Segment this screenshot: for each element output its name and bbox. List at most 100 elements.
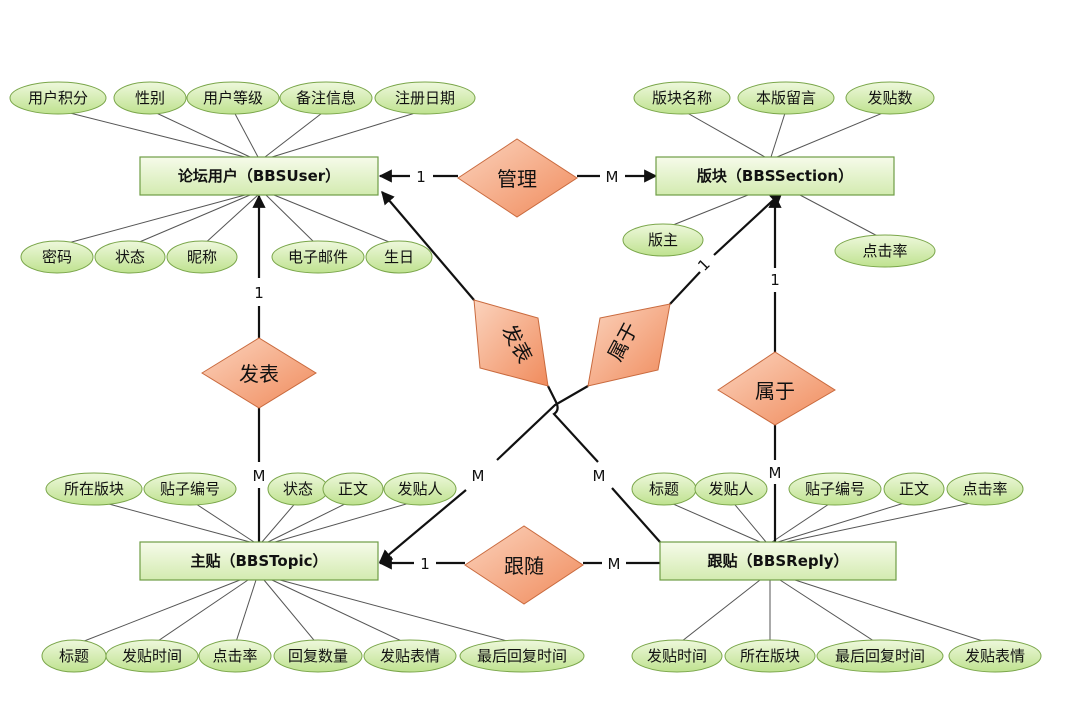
attribute-label: 注册日期	[395, 89, 455, 107]
relationship-label: 跟随	[504, 554, 544, 578]
attribute-oval: 版主	[622, 223, 704, 257]
attribute-label: 发贴数	[867, 89, 912, 107]
attribute-oval: 所在版块	[45, 472, 143, 506]
section-attributes-top: 版块名称 本版留言 发贴数	[633, 81, 935, 115]
attribute-oval: 注册日期	[374, 81, 476, 115]
attribute-oval: 最后回复时间	[459, 639, 585, 673]
attribute-oval: 发贴时间	[105, 639, 199, 673]
attribute-oval: 点击率	[946, 472, 1024, 506]
attribute-oval: 点击率	[198, 639, 272, 673]
attribute-oval: 性别	[113, 81, 187, 115]
attribute-oval: 标题	[41, 639, 107, 673]
attribute-oval: 备注信息	[279, 81, 373, 115]
entity-bbs-topic: 主贴（BBSTopic）	[139, 541, 379, 581]
relationship-publish-reply: 发表	[473, 299, 549, 387]
attribute-oval: 正文	[322, 472, 384, 506]
user-attributes-bottom: 密码 状态 昵称 电子邮件 生日	[20, 240, 433, 274]
attribute-label: 用户积分	[28, 89, 88, 107]
attribute-oval: 贴子编号	[788, 472, 882, 506]
attribute-oval: 用户等级	[186, 81, 280, 115]
relationship-label: 属于	[755, 379, 795, 403]
attribute-oval: 标题	[631, 472, 697, 506]
cardinality-publish-reply-reply: M	[593, 467, 606, 485]
entity-label: 主贴（BBSTopic）	[191, 552, 328, 570]
cardinality-manage-user: 1	[416, 168, 426, 186]
attribute-label: 点击率	[862, 242, 907, 260]
topic-attributes-bottom: 标题 发贴时间 点击率 回复数量 发贴表情 最后回复时间	[41, 639, 585, 673]
attribute-label: 正文	[899, 480, 929, 498]
user-attributes-top: 用户积分 性别 用户等级 备注信息 注册日期	[9, 81, 476, 115]
entity-bbs-section: 版块（BBSSection）	[655, 156, 895, 196]
attribute-label: 性别	[135, 89, 165, 107]
reply-attributes-top: 标题 发贴人 贴子编号 正文 点击率	[631, 472, 1024, 506]
cardinality-reply-belongs-reply: M	[769, 464, 782, 482]
reply-attributes-bottom: 发贴时间 所在版块 最后回复时间 发贴表情	[631, 639, 1042, 673]
attribute-oval: 回复数量	[273, 639, 363, 673]
topic-attributes-top: 所在版块 贴子编号 状态 正文 发贴人	[45, 472, 457, 506]
attribute-oval: 版块名称	[633, 81, 731, 115]
attribute-oval: 发贴时间	[631, 639, 723, 673]
entity-label: 版块（BBSSection）	[697, 167, 853, 185]
attribute-label: 最后回复时间	[835, 647, 925, 665]
section-attributes-bottom: 版主 点击率	[622, 223, 936, 268]
attribute-label: 点击率	[212, 647, 257, 665]
attribute-oval: 本版留言	[737, 81, 835, 115]
relationship-publish-topic: 发表	[201, 337, 317, 409]
cardinality-publish-topic-user: 1	[254, 284, 264, 302]
attribute-label: 生日	[384, 248, 414, 266]
relationship-manage: 管理	[457, 138, 578, 218]
attribute-oval: 状态	[267, 472, 329, 506]
attribute-label: 版块名称	[652, 89, 712, 107]
attribute-label: 正文	[338, 480, 368, 498]
attribute-label: 发贴表情	[965, 647, 1025, 665]
entity-label: 跟贴（BBSReply）	[707, 552, 848, 570]
attribute-label: 点击率	[962, 480, 1007, 498]
attribute-oval: 昵称	[166, 240, 238, 274]
attribute-oval: 正文	[883, 472, 945, 506]
attribute-label: 发贴时间	[122, 647, 182, 665]
relationship-follow: 跟随	[464, 525, 584, 605]
attribute-oval: 发贴人	[694, 472, 768, 506]
attribute-label: 状态	[283, 480, 313, 498]
attribute-label: 密码	[42, 248, 72, 266]
attribute-oval: 发贴表情	[363, 639, 457, 673]
cardinality-follow-topic: 1	[420, 555, 430, 573]
attribute-label: 标题	[649, 480, 679, 498]
entity-bbs-user: 论坛用户（BBSUser）	[139, 156, 379, 196]
cardinality-follow-reply: M	[608, 555, 621, 573]
attribute-label: 本版留言	[756, 89, 816, 107]
entity-bbs-reply: 跟贴（BBSReply）	[659, 541, 897, 581]
relationship-label: 发表	[239, 362, 279, 386]
attribute-label: 标题	[59, 647, 89, 665]
relationship-reply-belongs: 属于	[717, 351, 836, 426]
attribute-oval: 电子邮件	[271, 240, 365, 274]
attribute-connectors	[56, 109, 996, 646]
cardinality-manage-section: M	[606, 168, 619, 186]
attribute-label: 发贴人	[708, 480, 753, 498]
cardinality-publish-topic-topic: M	[253, 467, 266, 485]
attribute-oval: 用户积分	[9, 81, 107, 115]
cardinality-topic-belongs-topic: M	[472, 467, 485, 485]
attribute-oval: 所在版块	[724, 639, 816, 673]
relationship-label: 管理	[497, 167, 537, 191]
attribute-label: 所在版块	[740, 647, 800, 665]
attribute-oval: 状态	[94, 240, 166, 274]
attribute-label: 最后回复时间	[477, 647, 567, 665]
attribute-oval: 发贴表情	[948, 639, 1042, 673]
attribute-label: 贴子编号	[805, 480, 865, 498]
attribute-label: 状态	[115, 248, 145, 266]
attribute-label: 贴子编号	[160, 480, 220, 498]
attribute-oval: 密码	[20, 240, 94, 274]
relationship-connectors	[252, 169, 783, 570]
attribute-oval: 点击率	[834, 234, 936, 268]
attribute-label: 所在版块	[64, 480, 124, 498]
attribute-oval: 生日	[365, 240, 433, 274]
attribute-label: 备注信息	[296, 89, 356, 107]
attribute-label: 发贴人	[397, 480, 442, 498]
attribute-label: 电子邮件	[288, 248, 348, 266]
attribute-label: 用户等级	[203, 89, 263, 107]
relationship-topic-belongs: 属于	[587, 303, 671, 387]
attribute-label: 发贴时间	[647, 647, 707, 665]
entity-label: 论坛用户（BBSUser）	[178, 167, 340, 185]
